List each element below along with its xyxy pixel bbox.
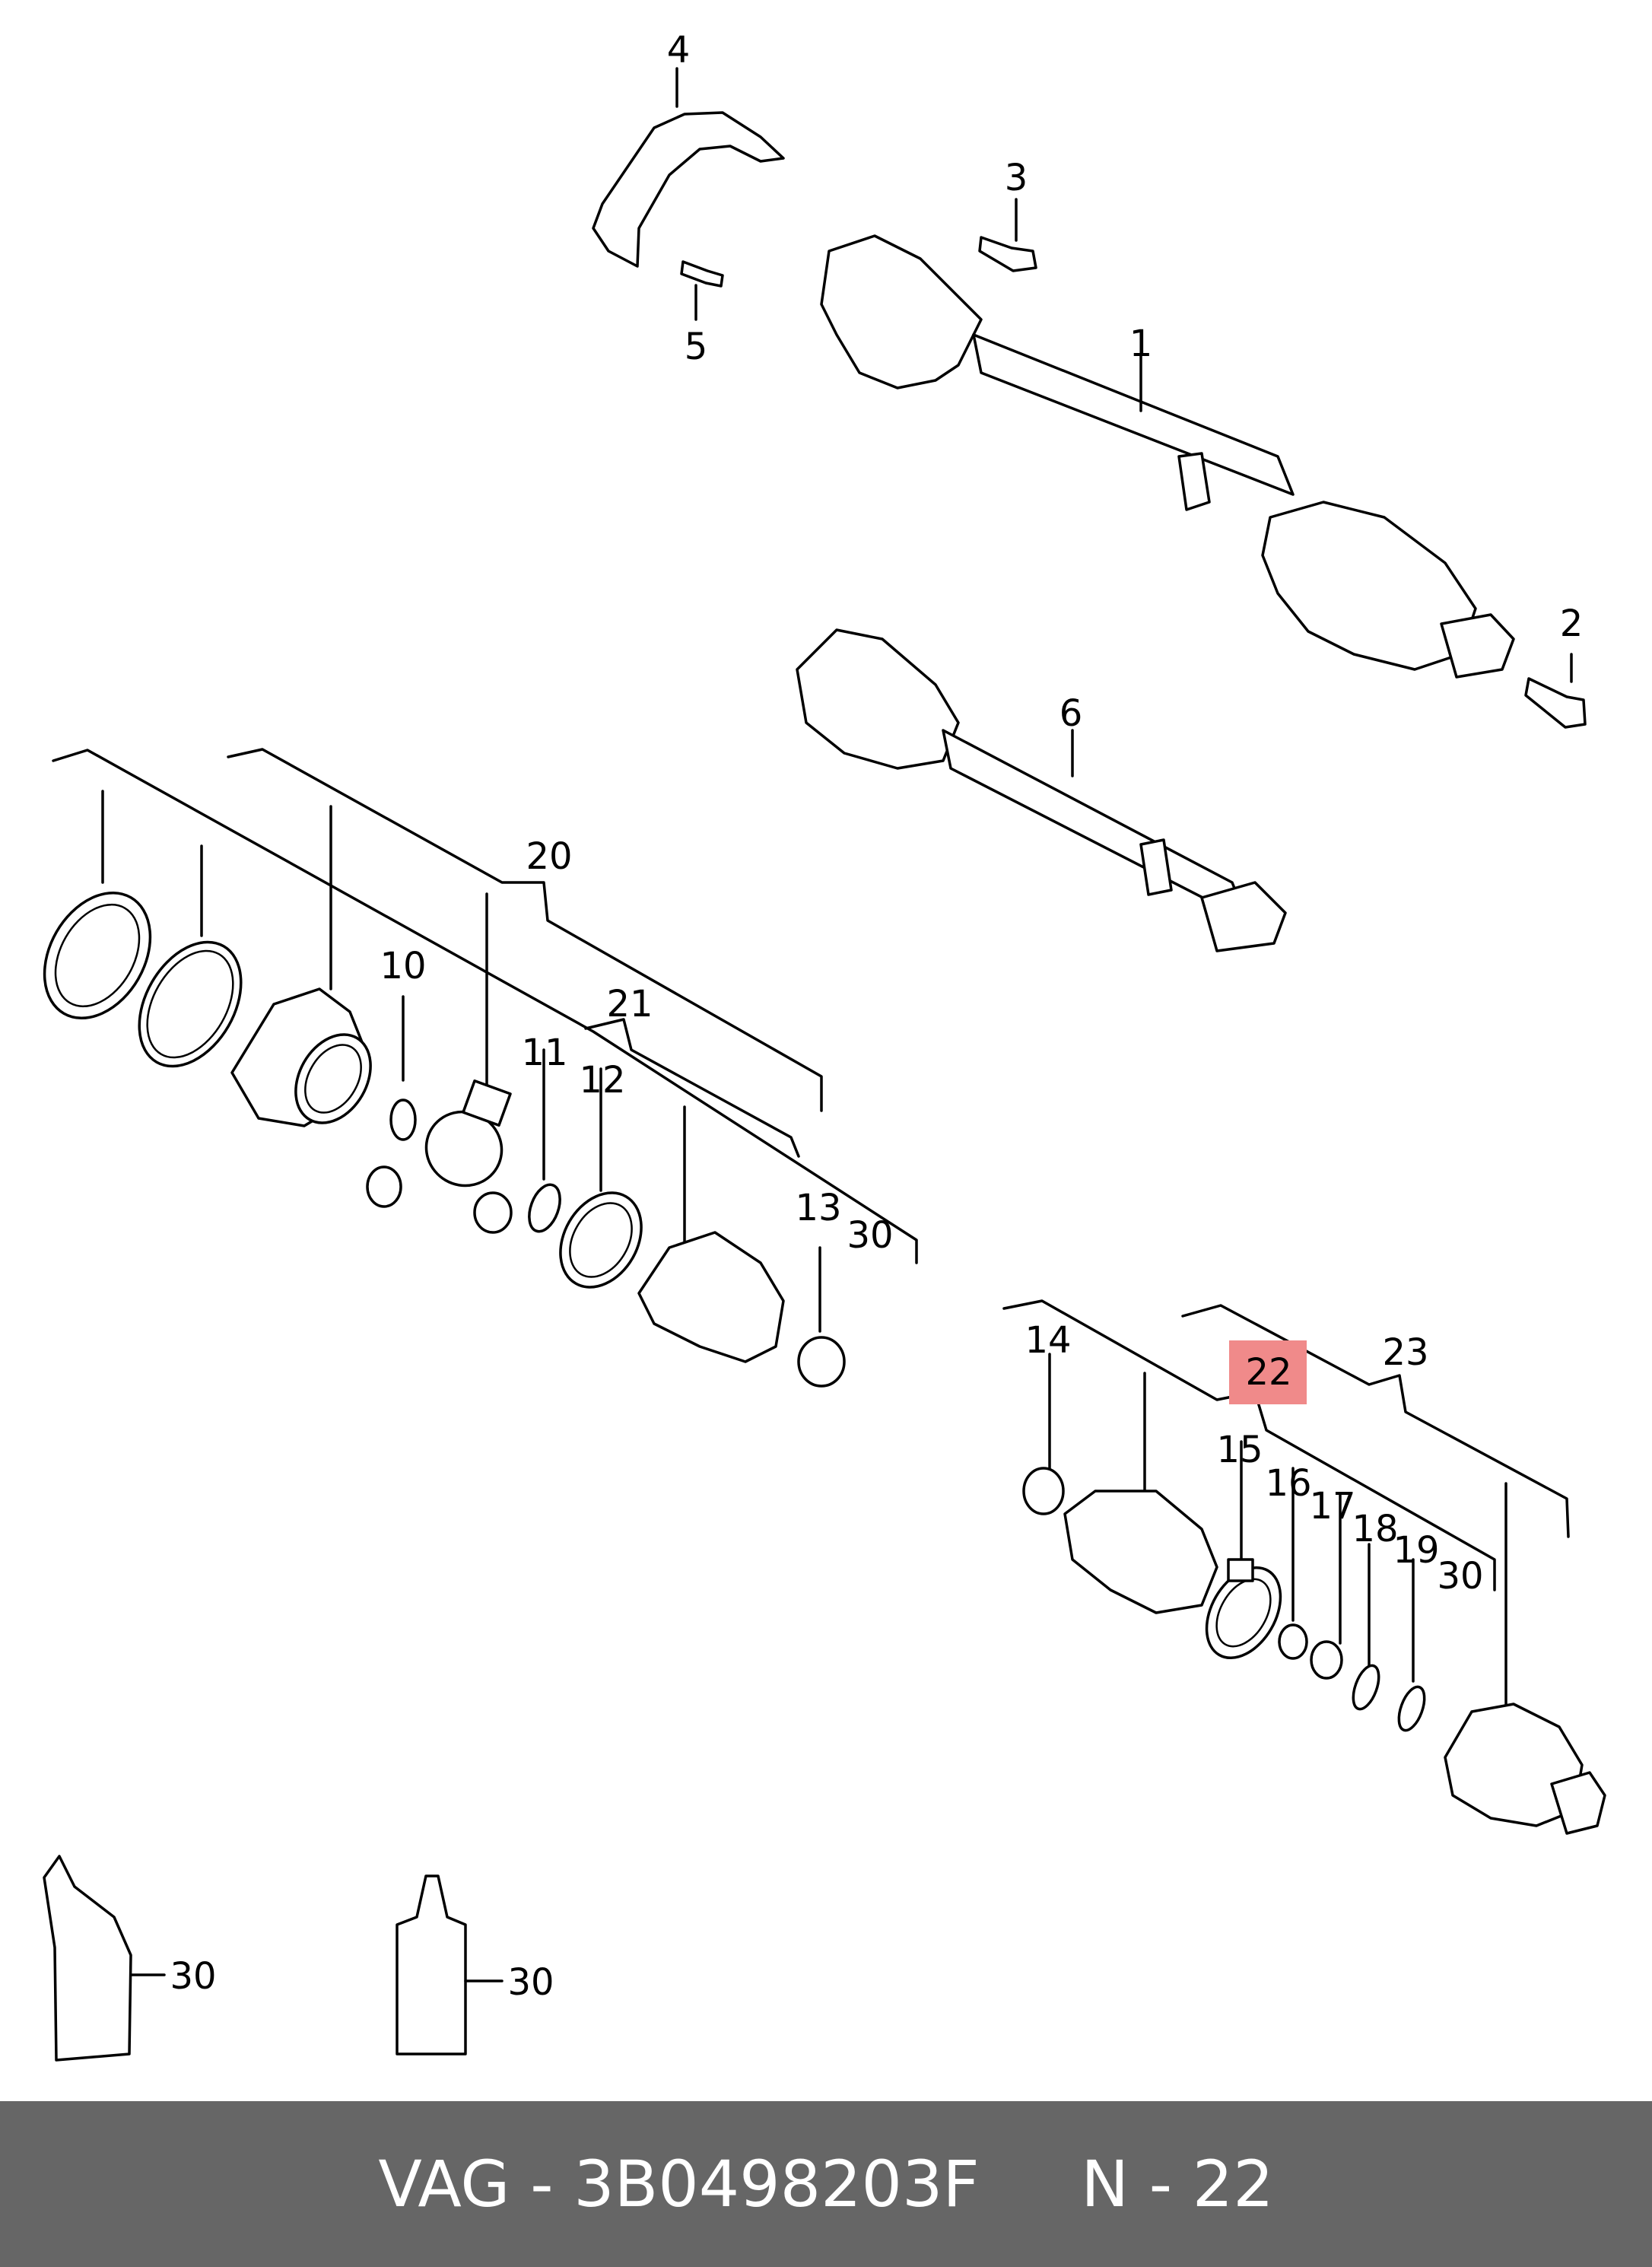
callout-label: 17 xyxy=(1309,1485,1355,1528)
callout-label: 15 xyxy=(1216,1429,1263,1471)
part-30-grease-tube xyxy=(43,1855,166,2062)
group-bracket-left xyxy=(52,748,918,1333)
callout-labels: 1 2 3 4 5 6 10 11 12 13 14 15 16 17 18 1… xyxy=(170,29,1584,2004)
part-31-sealant-bottle xyxy=(396,1874,504,2056)
part-3-bolt xyxy=(978,198,1037,272)
footer-gap xyxy=(980,2147,1082,2221)
callout-label: 11 xyxy=(521,1032,567,1074)
callout-label: 5 xyxy=(685,326,708,368)
part-2-bolt xyxy=(1524,653,1587,729)
callout-label: 21 xyxy=(606,983,653,1025)
callout-label: 13 xyxy=(795,1187,841,1229)
callout-label: 18 xyxy=(1352,1508,1398,1550)
callout-label: 2 xyxy=(1560,603,1584,645)
callout-label: 23 xyxy=(1382,1331,1428,1374)
callout-label: 16 xyxy=(1265,1462,1311,1505)
part-1-drive-shaft xyxy=(820,234,1515,679)
callout-label: 30 xyxy=(170,1955,216,1998)
footer-callout-ref: N - 22 xyxy=(1081,2147,1274,2221)
footer-part-number: 3B0498203F xyxy=(573,2147,980,2221)
part-5-bolt xyxy=(680,260,724,321)
callout-label: 6 xyxy=(1060,692,1083,735)
callout-label: 20 xyxy=(526,835,572,878)
left-group-parts xyxy=(43,891,846,1388)
footer-brand: VAG xyxy=(378,2147,510,2221)
callout-label: 19 xyxy=(1393,1529,1439,1572)
part-number-footer: VAG - 3B0498203F N - 22 xyxy=(0,2101,1652,2267)
callout-label: 4 xyxy=(667,29,691,72)
callout-label: 14 xyxy=(1025,1319,1071,1362)
callout-label: 12 xyxy=(579,1059,625,1102)
callout-label: 10 xyxy=(380,945,426,987)
callout-label: 30 xyxy=(507,1961,554,2004)
callout-label: 30 xyxy=(847,1214,893,1257)
callout-label: 1 xyxy=(1129,323,1153,365)
part-4-bracket xyxy=(592,67,785,268)
callout-label: 3 xyxy=(1005,157,1028,199)
right-group-parts xyxy=(1022,1467,1606,1835)
callout-22-highlight xyxy=(1229,1340,1307,1404)
callout-label: 22 xyxy=(1245,1351,1291,1394)
part-6-shaft xyxy=(796,628,1287,952)
callout-label: 30 xyxy=(1437,1555,1483,1598)
footer-separator: - xyxy=(510,2147,574,2221)
